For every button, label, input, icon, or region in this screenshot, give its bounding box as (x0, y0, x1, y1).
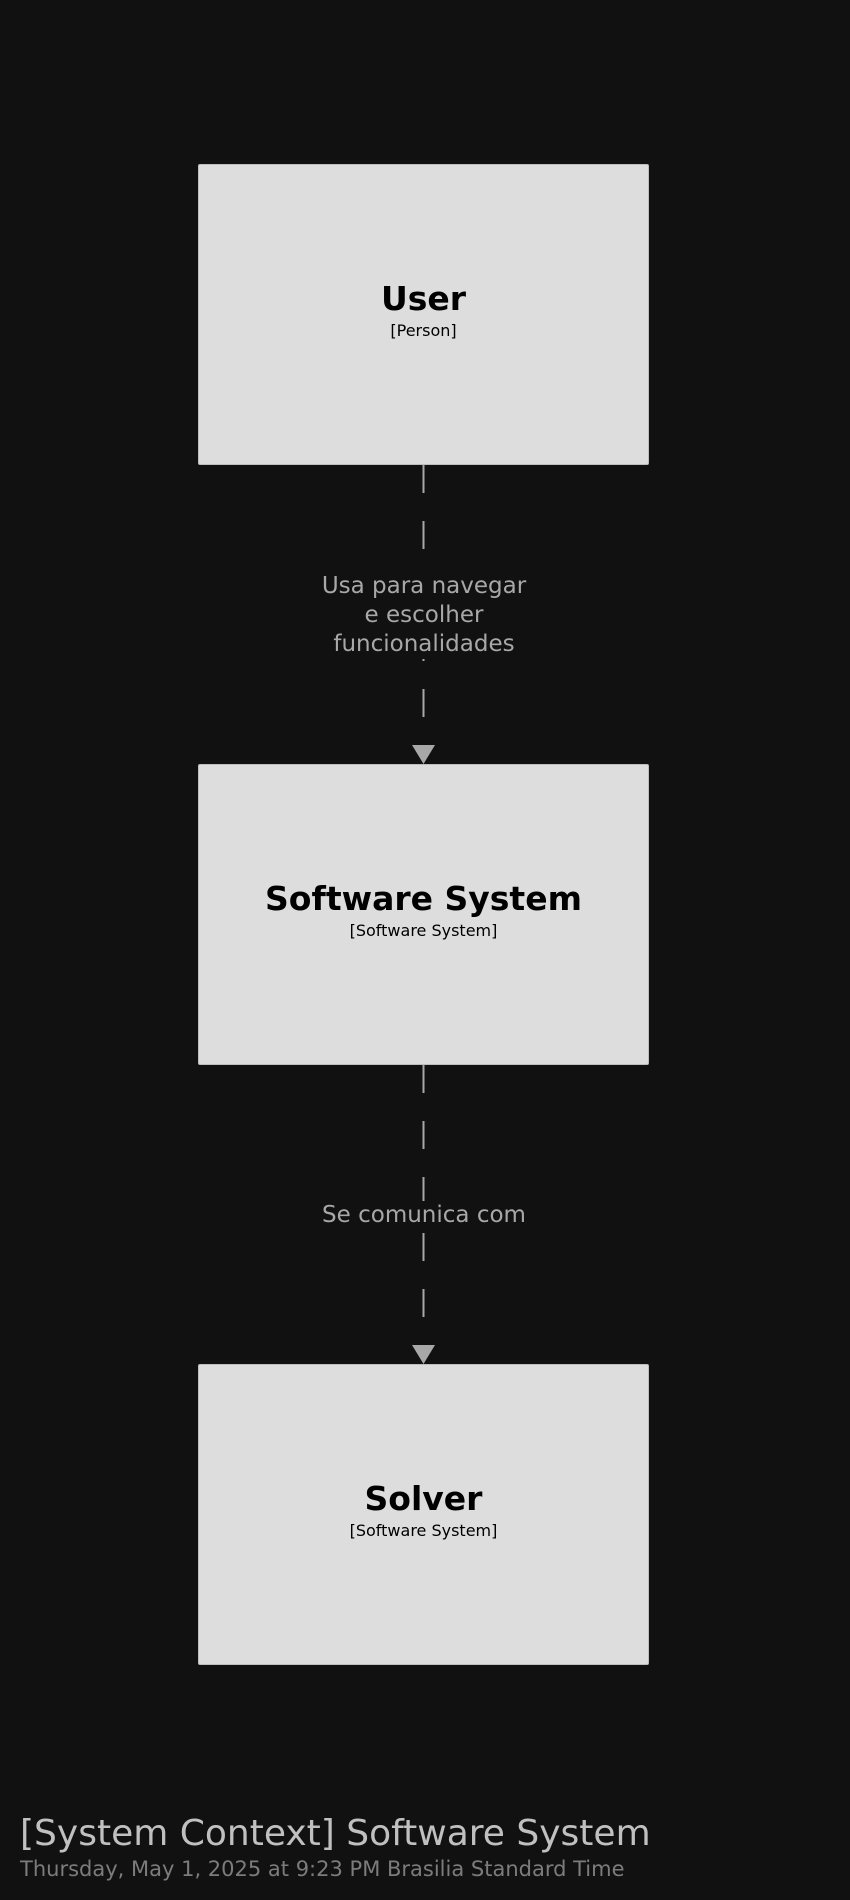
node-solver[interactable]: Solver [Software System] (198, 1364, 649, 1665)
node-title: Software System (265, 878, 582, 918)
node-software-system[interactable]: Software System [Software System] (198, 764, 649, 1065)
node-content: Solver [Software System] (199, 1479, 648, 1541)
node-type: [Software System] (349, 1520, 498, 1540)
node-content: Software System [Software System] (199, 879, 648, 941)
edge-label: Usa para navegar e escolher funcionalida… (274, 572, 574, 659)
node-title: User (380, 278, 467, 318)
node-content: User [Person] (199, 279, 648, 341)
node-title: Solver (364, 1478, 483, 1518)
diagram-title: [System Context] Software System (20, 1813, 651, 1854)
diagram-footer: [System Context] Software System Thursda… (20, 1812, 820, 1882)
node-user[interactable]: User [Person] (198, 164, 649, 465)
diagram-timestamp: Thursday, May 1, 2025 at 9:23 PM Brasili… (20, 1857, 625, 1881)
node-type: [Software System] (349, 920, 498, 940)
arrowhead-icon (412, 745, 435, 764)
arrowhead-icon (412, 1345, 435, 1364)
node-type: [Person] (390, 320, 457, 340)
edge-label: Se comunica com (274, 1201, 574, 1230)
